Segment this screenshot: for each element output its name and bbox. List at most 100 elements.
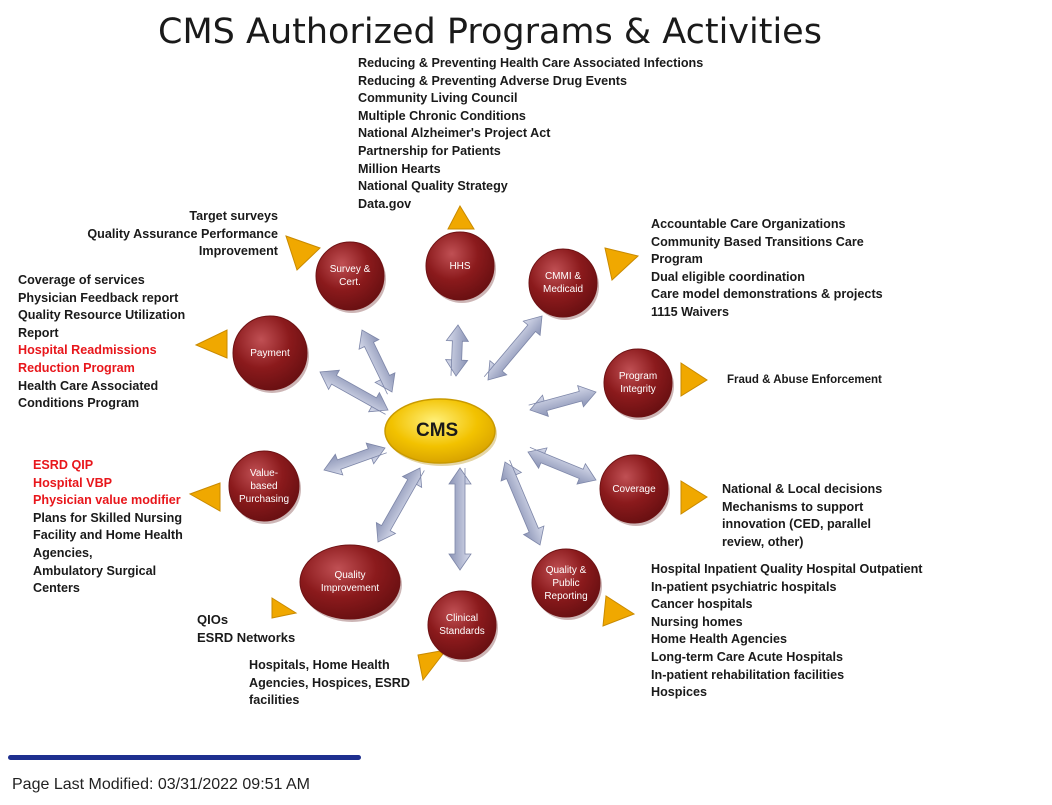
annotation-line: QIOs xyxy=(197,612,229,627)
annotation-line: Program xyxy=(651,252,703,267)
annotation-line: Centers xyxy=(33,581,80,596)
arrow-hhs xyxy=(444,324,470,377)
arrow-vbp xyxy=(323,442,387,476)
annotation-line: Reduction Program xyxy=(18,360,135,375)
arrow-integrity xyxy=(528,384,597,418)
triangle-hhs xyxy=(447,204,475,230)
node-label-line: Coverage xyxy=(612,483,656,495)
arrow-quality-public xyxy=(500,459,545,546)
node-label-line: Payment xyxy=(250,347,290,359)
annotation-line: Home Health Agencies xyxy=(651,632,788,647)
node-label-line: Medicaid xyxy=(542,284,584,295)
annotation-line: Accountable Care Organizations xyxy=(651,217,846,231)
annotation-line: Health Care Associated xyxy=(18,378,159,393)
node-label-line: Cert. xyxy=(339,277,361,288)
node-survey xyxy=(315,241,385,311)
annotation-line: Hospital Readmissions xyxy=(18,343,157,358)
annotation-line: Agencies, Hospices, ESRD xyxy=(249,675,410,690)
quality-public-programs-list: Hospital Inpatient Quality Hospital Outp… xyxy=(651,561,922,702)
annotation-line: Partnership for Patients xyxy=(358,143,501,158)
annotation-line: Long-term Care Acute Hospitals xyxy=(651,649,843,664)
node-label-line: Reporting xyxy=(544,590,588,602)
annotation-line: In-patient rehabilitation facilities xyxy=(651,667,845,682)
integrity-programs-list: Fraud & Abuse Enforcement xyxy=(727,372,882,390)
annotation-line: 1115 Waivers xyxy=(651,304,729,319)
last-modified-label: Page Last Modified: xyxy=(12,776,154,793)
node-coverage xyxy=(599,454,669,524)
page-title: CMS Authorized Programs & Activities xyxy=(158,12,822,52)
annotation-line: Community Based Transitions Care xyxy=(651,234,864,249)
node-label-line: Value- xyxy=(249,467,279,479)
annotation-line: Data.gov xyxy=(358,196,412,211)
annotation-line: Hospital VBP xyxy=(33,475,113,490)
node-clinical xyxy=(427,590,497,660)
triangle-payment xyxy=(194,329,228,359)
node-quality-improvement xyxy=(299,544,401,620)
arrow-quality-improvement xyxy=(375,467,425,543)
node-label-line: Survey & xyxy=(329,264,371,275)
arrow-survey xyxy=(358,329,396,395)
annotation-line: Care model demonstrations & projects xyxy=(651,287,883,302)
arrow-clinical xyxy=(448,467,472,571)
annotation-line: National Quality Strategy xyxy=(358,179,508,194)
annotation-line: innovation (CED, parallel xyxy=(722,517,872,532)
annotation-line: Quality Assurance Performance xyxy=(87,226,278,241)
node-label-line: Program xyxy=(618,371,658,382)
last-modified-value: 03/31/2022 09:51 AM xyxy=(157,776,310,793)
annotation-line: ESRD Networks xyxy=(197,629,296,645)
node-hhs xyxy=(425,231,495,301)
annotation-line: Plans for Skilled Nursing xyxy=(33,510,183,525)
annotation-line: National Alzheimer's Project Act xyxy=(358,126,551,141)
footer-divider xyxy=(8,755,361,760)
cms-center-label: CMS xyxy=(416,420,459,441)
annotation-line: Reducing & Preventing Adverse Drug Event… xyxy=(358,73,627,88)
node-label-line: Integrity xyxy=(620,384,656,395)
annotation-line: Report xyxy=(18,325,59,340)
annotation-line: Hospices xyxy=(651,685,707,700)
connector-arrows xyxy=(319,315,597,571)
annotation-line: In-patient psychiatric hospitals xyxy=(651,579,837,594)
node-label-line: Quality & xyxy=(545,564,587,576)
node-label-survey: Survey & Cert. xyxy=(305,263,395,289)
annotation-line: Multiple Chronic Conditions xyxy=(358,108,526,123)
annotation-line: Agencies, xyxy=(33,545,93,560)
annotation-line: Mechanisms to support xyxy=(722,499,864,514)
annotation-line: facilities xyxy=(249,693,300,708)
node-label-line: Public xyxy=(552,577,580,589)
annotation-line: Facility and Home Health xyxy=(33,528,183,543)
page-last-modified: Page Last Modified: 03/31/2022 09:51 AM xyxy=(12,776,310,794)
cms-center-node xyxy=(384,398,497,466)
node-label-line: CMMI & xyxy=(544,271,582,282)
triangle-integrity xyxy=(680,362,708,397)
program-nodes xyxy=(228,231,674,662)
annotation-line: Hospital Inpatient Quality Hospital Outp… xyxy=(651,562,923,576)
triangle-cmmi xyxy=(604,247,640,281)
arrow-coverage xyxy=(527,447,597,485)
node-label-line: Quality xyxy=(334,570,366,581)
node-integrity xyxy=(603,348,673,418)
arrow-cmmi xyxy=(483,315,543,381)
annotation-line: Million Hearts xyxy=(358,161,441,176)
triangle-clinical xyxy=(417,649,448,682)
annotation-line: review, other) xyxy=(722,534,804,549)
annotation-line: Hospitals, Home Health xyxy=(249,658,390,672)
annotation-line: Community Living Council xyxy=(358,91,518,106)
node-label-line: Improvement xyxy=(320,583,380,594)
annotation-line: Cancer hospitals xyxy=(651,597,753,612)
node-label-cmmi: CMMI & Medicaid xyxy=(518,270,608,296)
node-quality-public xyxy=(531,548,601,618)
annotation-line: ESRD QIP xyxy=(33,458,94,472)
annotation-line: National & Local decisions xyxy=(722,482,883,496)
